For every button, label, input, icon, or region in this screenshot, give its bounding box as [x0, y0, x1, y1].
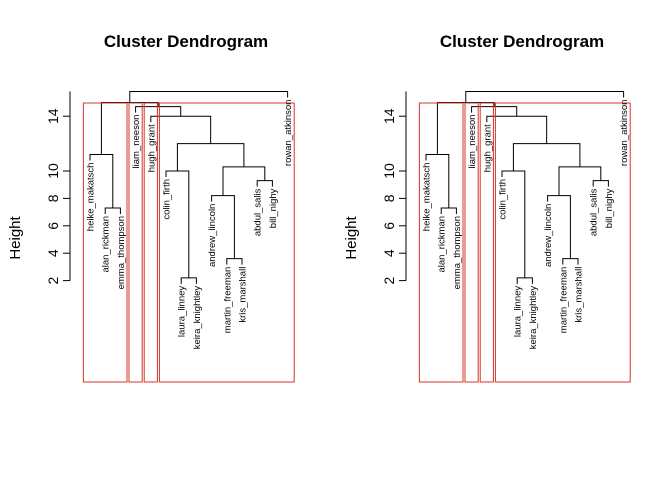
leaf-label: rowan_atkinson [619, 100, 630, 167]
dendrogram-branch [516, 277, 533, 284]
cluster-boxes [82, 102, 295, 383]
y-tick-label: 2 [381, 276, 397, 284]
dendrogram-branch [256, 180, 273, 187]
leaf-label: abdul_salis [253, 188, 264, 236]
dendrogram-tree [89, 91, 289, 284]
leaf-label: kris_marshall [574, 267, 585, 323]
y-axis: 2 4 6 8 10 14 [45, 91, 71, 284]
chart-title: Cluster Dendrogram [440, 32, 604, 51]
y-tick-label: 10 [45, 163, 61, 179]
y-tick-label: 6 [381, 222, 397, 230]
leaf-label: colin_firth [498, 179, 509, 220]
leaf-label: abdul_salis [589, 188, 600, 236]
leaf-label: hugh_grant [146, 124, 157, 172]
y-tick-label: 14 [45, 108, 61, 124]
dendrogram-branch [562, 258, 579, 265]
y-axis: 2 4 6 8 10 14 [381, 91, 407, 284]
y-tick-label: 2 [45, 276, 61, 284]
leaf-label: alan_rickman [437, 216, 448, 272]
chart-title: Cluster Dendrogram [104, 32, 268, 51]
leaf-label: keira_knightley [528, 286, 539, 350]
cluster-box [494, 102, 631, 383]
y-tick-label: 8 [45, 194, 61, 202]
dendrogram-panel-right: Cluster Dendrogram Height 2 4 6 8 10 14 heike… [343, 32, 631, 383]
dendrogram-branch [104, 207, 121, 214]
leaf-label: emma_thompson [452, 216, 463, 289]
cluster-box [479, 102, 494, 383]
dendrogram-branch [440, 207, 457, 214]
cluster-box [464, 102, 479, 383]
dendrogram-branch [592, 180, 609, 187]
cluster-box [158, 102, 295, 383]
leaf-label: alan_rickman [101, 216, 112, 272]
leaf-label: heike_makatsch [86, 163, 97, 232]
leaf-label: heike_makatsch [422, 163, 433, 232]
y-axis-label: Height [343, 215, 360, 259]
dendrogram-panel-left: Cluster Dendrogram Height 2 4 6 8 10 14 heike… [7, 32, 295, 383]
y-tick-label: 14 [381, 108, 397, 124]
y-tick-label: 6 [45, 222, 61, 230]
leaf-label: andrew_lincoln [207, 204, 218, 267]
leaf-label: hugh_grant [482, 124, 493, 172]
leaf-label: andrew_lincoln [543, 204, 554, 267]
y-tick-label: 4 [381, 249, 397, 257]
leaf-label: emma_thompson [116, 216, 127, 289]
leaf-label: keira_knightley [192, 286, 203, 350]
y-axis-label: Height [7, 215, 24, 259]
cluster-boxes [418, 102, 631, 383]
leaf-label: bill_nighy [268, 188, 279, 228]
leaf-label: laura_linney [513, 286, 524, 337]
dendrogram-branch [180, 277, 197, 284]
leaf-label: kris_marshall [238, 267, 249, 323]
leaf-label: colin_firth [162, 179, 173, 220]
dendrogram-branch [226, 258, 243, 265]
leaf-label: bill_nighy [604, 188, 615, 228]
y-tick-label: 10 [381, 163, 397, 179]
leaf-label: rowan_atkinson [283, 100, 294, 167]
dendrogram-tree [425, 91, 625, 284]
leaf-label: liam_neeson [131, 115, 142, 169]
dendrogram-branch [465, 91, 625, 103]
y-tick-label: 8 [381, 194, 397, 202]
cluster-box [82, 102, 128, 383]
dendrogram-branch [129, 91, 289, 103]
cluster-box [143, 102, 158, 383]
leaf-label: liam_neeson [467, 115, 478, 169]
leaf-label: martin_freeman [558, 267, 569, 334]
cluster-box [418, 102, 464, 383]
cluster-box [128, 102, 143, 383]
leaf-label: martin_freeman [222, 267, 233, 334]
y-tick-label: 4 [45, 249, 61, 257]
leaf-label: laura_linney [177, 286, 188, 337]
